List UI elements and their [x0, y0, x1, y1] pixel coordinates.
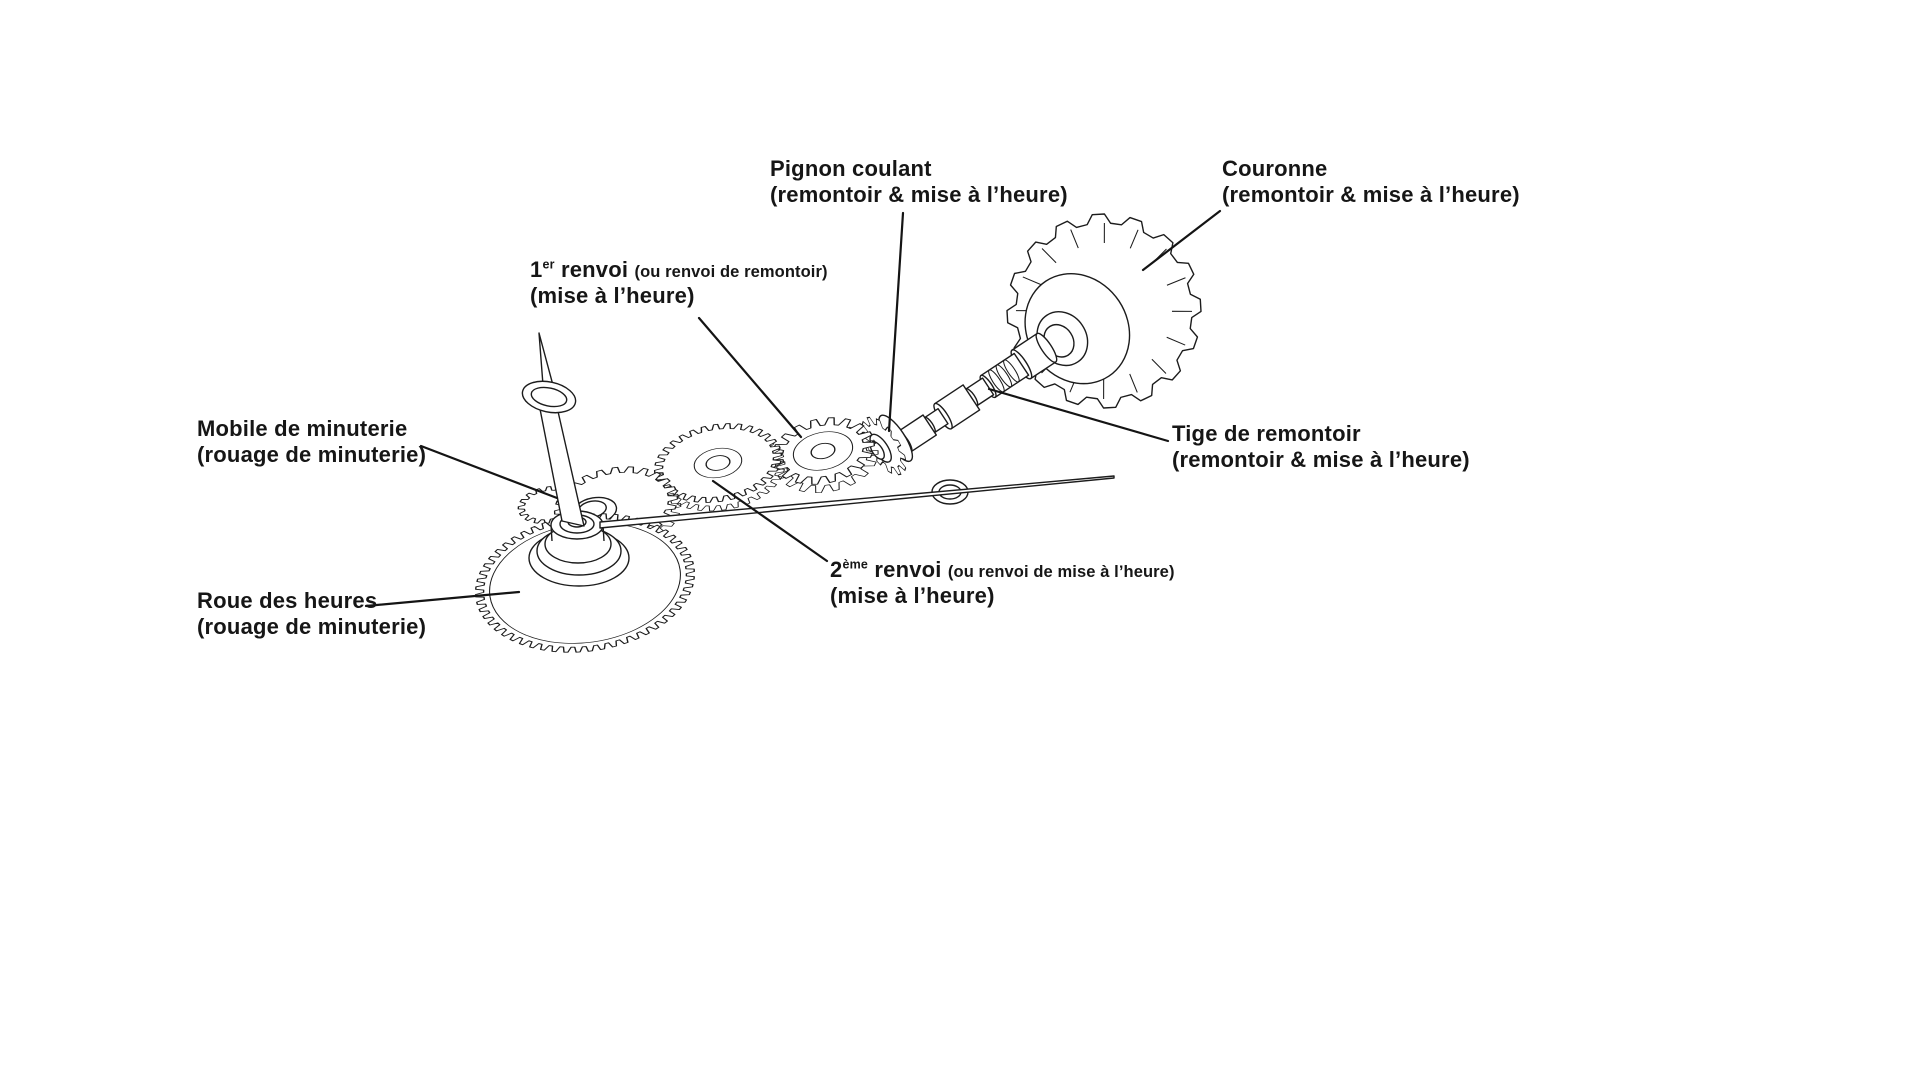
crown-illustration — [1006, 213, 1202, 409]
label-subtitle: (remontoir & mise à l’heure) — [1172, 446, 1470, 472]
label-pignon-coulant: Pignon coulant (remontoir & mise à l’heu… — [770, 156, 1068, 207]
gear-recess-ring — [693, 447, 743, 479]
hour-wheel-hub — [528, 510, 630, 587]
ordinal-suffix: ème — [842, 557, 869, 572]
label-alt: (ou renvoi de remontoir) — [634, 263, 828, 281]
label-premier-renvoi: 1er renvoi (ou renvoi de remontoir) (mis… — [530, 257, 828, 308]
couronne-leader-line — [1141, 209, 1222, 272]
label-title: renvoi — [560, 257, 629, 282]
stem-thread-line — [995, 364, 1013, 388]
minute-hand-illustration — [599, 475, 1115, 529]
label-deuxieme-renvoi: 2ème renvoi (ou renvoi de mise à l’heure… — [830, 557, 1175, 608]
label-mobile-de-minuterie: Mobile de minuterie (rouage de minuterie… — [197, 416, 426, 467]
stem-thread-line — [1003, 359, 1020, 383]
label-subtitle: (mise à l’heure) — [830, 582, 995, 608]
roue-heures-leader-line — [364, 590, 521, 608]
label-alt: (ou renvoi de mise à l’heure) — [947, 563, 1175, 581]
sliding-pinion-illustration — [861, 414, 914, 476]
label-subtitle: (rouage de minuterie) — [197, 613, 427, 639]
gear-recess-ring — [792, 431, 854, 471]
label-title: Couronne — [1222, 156, 1328, 181]
label-couronne: Couronne (remontoir & mise à l’heure) — [1222, 156, 1520, 207]
tige-remontoir-leader-line — [987, 387, 1170, 443]
ordinal-suffix: er — [542, 257, 555, 272]
label-subtitle: (remontoir & mise à l’heure) — [1222, 181, 1520, 207]
label-subtitle: (rouage de minuterie) — [197, 441, 427, 467]
gear-center-hole — [810, 442, 836, 460]
label-title-line: 1er renvoi (ou renvoi de remontoir) — [530, 257, 828, 283]
gear-center-hole — [705, 455, 731, 471]
label-subtitle: (mise à l’heure) — [530, 282, 695, 308]
premier-renvoi-leader-line — [697, 316, 803, 439]
label-title: Tige de remontoir — [1172, 421, 1361, 446]
label-title: Mobile de minuterie — [197, 416, 408, 441]
mobile-minuterie-leader-line — [419, 444, 559, 500]
second-setting-wheel-illustration — [653, 423, 786, 512]
hour-hand-illustration — [521, 332, 585, 527]
label-subtitle: (remontoir & mise à l’heure) — [770, 181, 1068, 207]
pignon-coulant-leader-line — [887, 211, 905, 433]
label-title: renvoi — [874, 557, 942, 582]
minute-hand-needle — [599, 475, 1115, 529]
ordinal-number: 1 — [530, 257, 543, 282]
stem-thread-line — [988, 369, 1005, 393]
label-title: Pignon coulant — [770, 156, 932, 181]
ordinal-number: 2 — [830, 557, 843, 582]
deuxieme-renvoi-leader-line — [711, 479, 829, 563]
label-roue-des-heures: Roue des heures (rouage de minuterie) — [197, 588, 426, 639]
second-setting-wheel-face — [653, 423, 783, 503]
first-setting-wheel-face — [771, 417, 875, 485]
stem-section-line — [1035, 332, 1058, 363]
label-title: Roue des heures — [197, 588, 378, 613]
hour-hand-ring-inner — [530, 386, 568, 408]
label-tige-de-remontoir: Tige de remontoir (remontoir & mise à l’… — [1172, 421, 1470, 472]
leader-lines — [364, 209, 1222, 608]
label-title-line: 2ème renvoi (ou renvoi de mise à l’heure… — [830, 557, 1175, 583]
first-setting-wheel-illustration — [771, 417, 879, 494]
